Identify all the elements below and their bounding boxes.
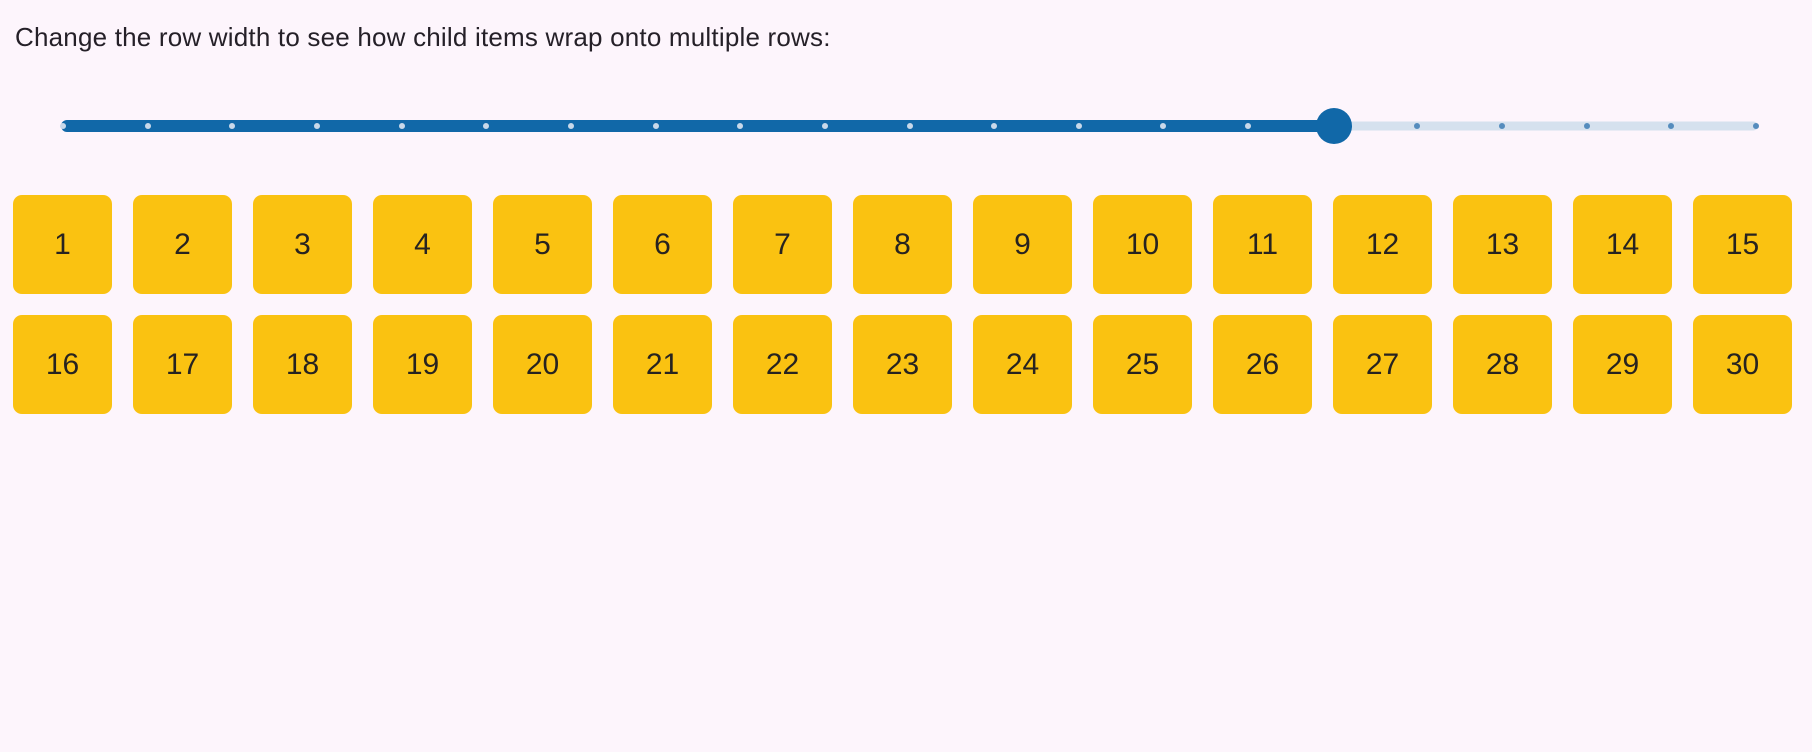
wrap-item: 10 [1093,195,1192,294]
wrap-item: 19 [373,315,472,414]
wrap-item: 24 [973,315,1072,414]
slider-tick-mark [1668,123,1675,129]
slider-tick-mark [60,123,66,129]
slider-tick-mark [1753,123,1759,129]
wrap-item: 15 [1693,195,1792,294]
wrap-item: 18 [253,315,352,414]
slider-tick-mark [991,123,998,129]
slider-fill [61,120,1334,132]
instruction-text: Change the row width to see how child it… [15,22,831,52]
slider-tick-mark [144,123,151,129]
slider-tick-mark [483,123,490,129]
wrap-item: 21 [613,315,712,414]
slider-tick-mark [1414,123,1421,129]
wrap-item: 29 [1573,315,1672,414]
wrap-item: 4 [373,195,472,294]
slider-tick-mark [737,123,744,129]
wrap-item: 8 [853,195,952,294]
slider-tick-mark [1583,123,1590,129]
wrap-item: 9 [973,195,1072,294]
row-width-slider[interactable] [60,108,1759,144]
wrap-item: 20 [493,315,592,414]
wrap-item: 3 [253,195,352,294]
slider-tick-mark [652,123,659,129]
wrap-item: 11 [1213,195,1312,294]
slider-thumb-handle[interactable] [1315,108,1352,144]
wrap-item: 30 [1693,315,1792,414]
wrap-item: 17 [133,315,232,414]
wrap-item: 2 [133,195,232,294]
slider-tick-mark [1499,123,1506,129]
slider-tick-mark [1245,123,1252,129]
wrap-item: 7 [733,195,832,294]
slider-tick-mark [821,123,828,129]
wrap-item: 1 [13,195,112,294]
slider-tick-mark [229,123,236,129]
wrap-item: 22 [733,315,832,414]
slider-tick-mark [1160,123,1167,129]
wrap-item: 5 [493,195,592,294]
slider-tick-mark [567,123,574,129]
wrap-item: 16 [13,315,112,414]
wrap-item: 27 [1333,315,1432,414]
wrap-item: 13 [1453,195,1552,294]
wrap-item: 12 [1333,195,1432,294]
wrap-item: 14 [1573,195,1672,294]
slider-tick-mark [313,123,320,129]
slider-tick-mark [398,123,405,129]
wrap-item: 6 [613,195,712,294]
wrap-item: 25 [1093,315,1192,414]
slider-tick-mark [1075,123,1082,129]
wrap-item: 23 [853,315,952,414]
slider-tick-mark [906,123,913,129]
wrap-item: 28 [1453,315,1552,414]
wrap-item: 26 [1213,315,1312,414]
